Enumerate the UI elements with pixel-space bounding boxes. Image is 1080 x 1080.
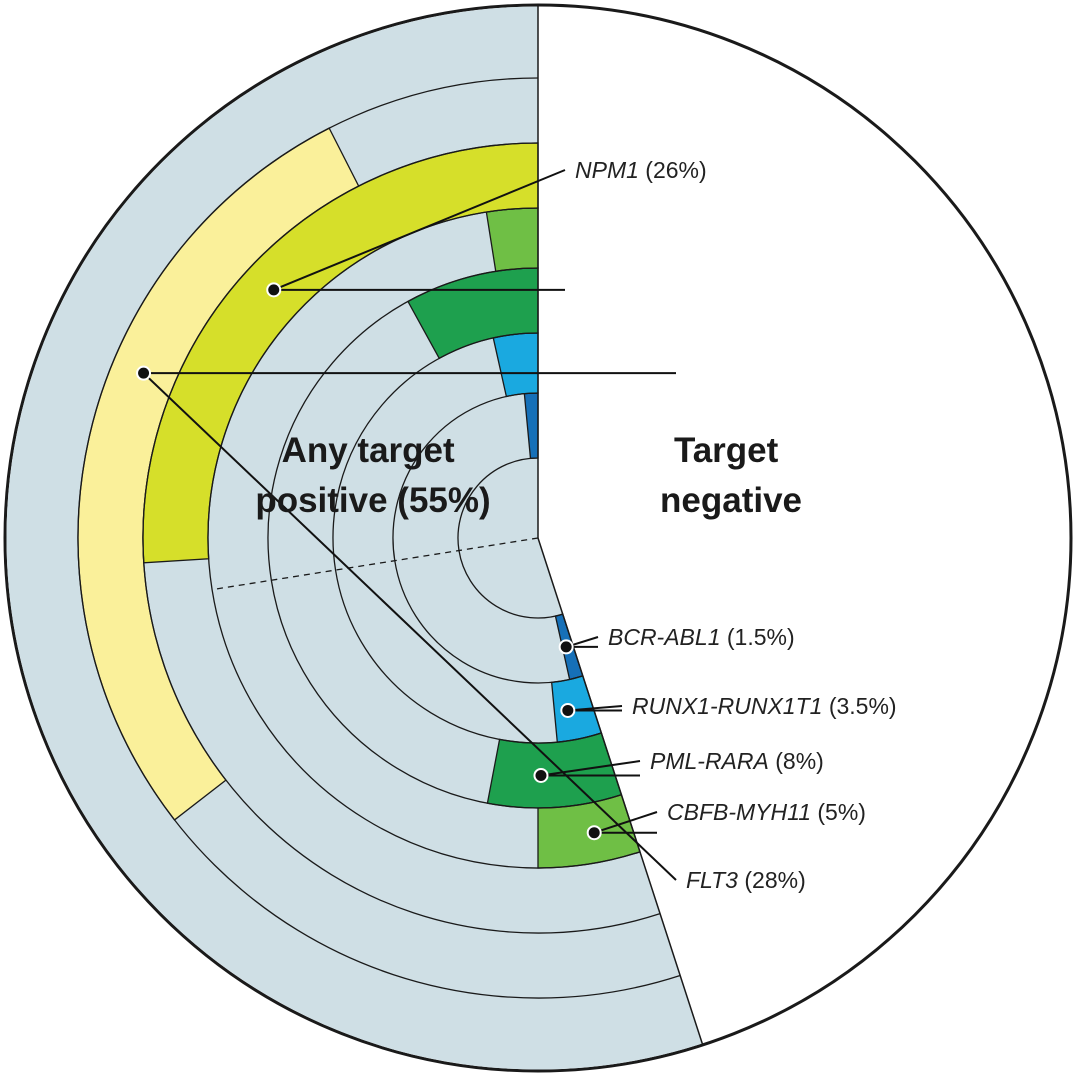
ring-arc-7 bbox=[77, 77, 681, 999]
callout-connector-cbfb-myh11 bbox=[593, 811, 658, 834]
label-flt3: FLT3 (28%) bbox=[686, 867, 806, 893]
callouts: BCR-ABL1 (1.5%) RUNX1-RUNX1T1 (3.5%) PML-R… bbox=[136, 157, 897, 893]
callout-dot-bcr-abl1 bbox=[558, 639, 574, 655]
segment-pml-rara bbox=[486, 732, 623, 809]
label-runx1-runx1t1: RUNX1-RUNX1T1 (3.5%) bbox=[632, 693, 897, 719]
callout-dot-npm1 bbox=[266, 282, 282, 298]
percent-value: (8%) bbox=[769, 748, 824, 774]
gene-name: RUNX1-RUNX1T1 bbox=[632, 693, 822, 719]
ring-outlines bbox=[77, 5, 704, 1046]
callout-dot-cbfb-myh11 bbox=[586, 825, 602, 841]
callout-connector-npm1 bbox=[273, 169, 566, 291]
ring-arc-6 bbox=[142, 142, 661, 934]
callout-connector-pml-rara bbox=[540, 760, 641, 777]
label-pml-rara: PML-RARA (8%) bbox=[650, 748, 824, 774]
percent-value: (1.5%) bbox=[720, 624, 794, 650]
ring-arc-3 bbox=[332, 332, 602, 744]
percent-value: (26%) bbox=[639, 157, 707, 183]
boundary-line-bottom bbox=[537, 537, 704, 1046]
segment-mirror-cbfb-myh11 bbox=[485, 207, 539, 273]
label-bcr-abl1: BCR-ABL1 (1.5%) bbox=[608, 624, 795, 650]
callout-dot-flt3 bbox=[136, 365, 152, 381]
callout-connector-runx1-runx1t1 bbox=[567, 705, 623, 712]
gene-name: CBFB-MYH11 bbox=[667, 799, 811, 825]
callout-connector-flt3 bbox=[142, 372, 677, 881]
label-npm1: NPM1 (26%) bbox=[575, 157, 707, 183]
percent-value: (5%) bbox=[811, 799, 866, 825]
gene-name: PML-RARA bbox=[650, 748, 769, 774]
callout-dot-runx1-runx1t1 bbox=[560, 702, 576, 718]
negative-label: Target negative bbox=[660, 431, 802, 520]
gene-name: FLT3 bbox=[686, 867, 738, 893]
percent-value: (28%) bbox=[738, 867, 806, 893]
percent-value: (3.5%) bbox=[822, 693, 896, 719]
gene-name: NPM1 bbox=[575, 157, 639, 183]
ring-arc-5 bbox=[207, 207, 641, 869]
gene-name: BCR-ABL1 bbox=[608, 624, 720, 650]
positive-label: Any target positive (55%) bbox=[255, 431, 490, 520]
bisector-dashed-line bbox=[211, 537, 539, 591]
label-cbfb-myh11: CBFB-MYH11 (5%) bbox=[667, 799, 866, 825]
callout-dot-pml-rara bbox=[533, 767, 549, 783]
